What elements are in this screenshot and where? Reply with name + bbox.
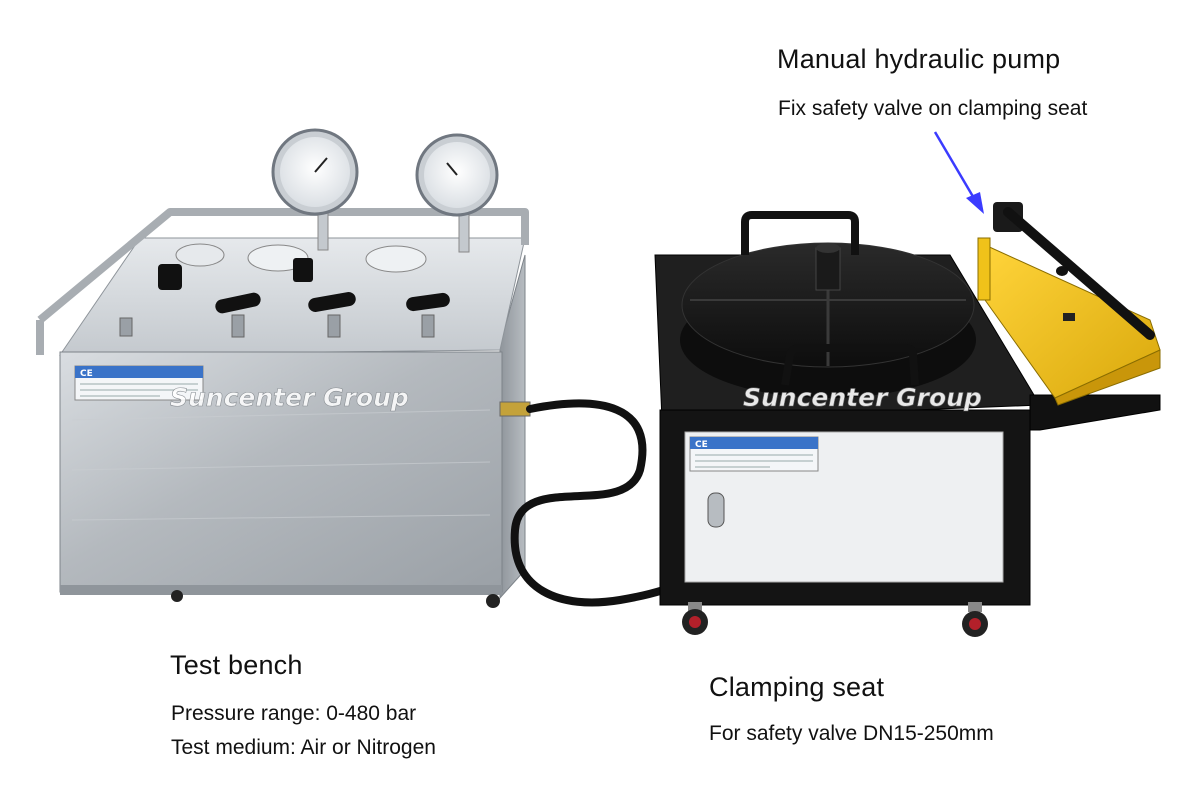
pump-shelf <box>1029 394 1161 431</box>
bench-caption-medium: Test medium: Air or Nitrogen <box>171 736 436 759</box>
pump-caption-title: Manual hydraulic pump <box>777 44 1061 74</box>
seat-caster-right <box>962 602 988 637</box>
clamping-center-post <box>815 247 841 291</box>
bench-valve-handle-3 <box>406 292 450 312</box>
bench-caption-title: Test bench <box>170 650 303 680</box>
bench-ce-mark: CE <box>80 369 93 379</box>
manual-hydraulic-pump <box>977 202 1161 406</box>
pointer-arrow <box>933 131 984 214</box>
bench-regulator-knob-2 <box>293 258 313 282</box>
seat-caster-left <box>682 602 708 635</box>
seat-caption-size: For safety valve DN15-250mm <box>709 722 994 745</box>
seat-caption-title: Clamping seat <box>709 672 885 702</box>
pump-caption-subtitle: Fix safety valve on clamping seat <box>778 97 1088 120</box>
bench-pressure-gauge-left <box>271 128 359 251</box>
bench-wheel-right <box>486 594 500 608</box>
plate-handle-front <box>781 344 919 386</box>
test-bench: CE <box>36 128 531 608</box>
plate-handle-back <box>741 211 859 255</box>
connecting-hose <box>510 399 719 607</box>
bench-caption-pressure: Pressure range: 0-480 bar <box>171 702 417 725</box>
seat-ce-mark: CE <box>695 440 708 450</box>
bench-valve-handle-1 <box>215 292 261 314</box>
watermark-left: Suncenter Group <box>170 383 409 412</box>
bench-frame-rail <box>37 208 529 324</box>
pump-lever <box>1003 207 1155 340</box>
bench-regulator-knob <box>158 264 182 290</box>
watermark-right: Suncenter Group <box>743 383 982 412</box>
seat-door-lock <box>707 492 725 528</box>
bench-wheel-left <box>171 590 183 602</box>
clamping-seat: CE <box>654 211 1161 637</box>
bench-pressure-gauge-right <box>415 133 499 253</box>
bench-valve-handle-2 <box>308 292 356 312</box>
